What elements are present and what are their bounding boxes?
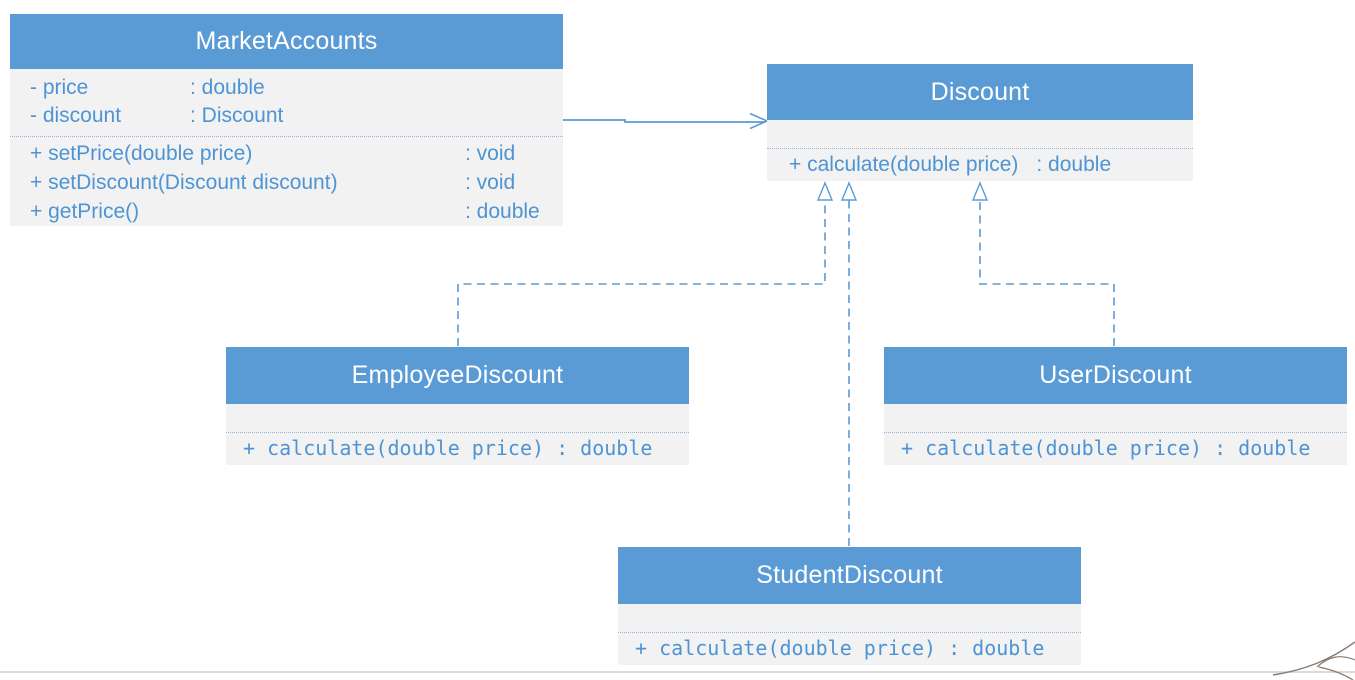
class-body-userdiscount: + calculate(double price) : double bbox=[884, 404, 1347, 465]
class-body-studentdiscount: + calculate(double price) : double bbox=[618, 604, 1081, 665]
class-title: Discount bbox=[930, 77, 1030, 106]
attributes-section-empty bbox=[884, 404, 1347, 432]
method-return-type: : double bbox=[1036, 153, 1112, 176]
attribute-type: : Discount bbox=[190, 104, 284, 127]
class-title: UserDiscount bbox=[1039, 361, 1192, 389]
method-return-type: : double bbox=[465, 200, 540, 223]
method-signature: + setPrice(double price) bbox=[30, 142, 253, 165]
class-title: EmployeeDiscount bbox=[351, 361, 564, 389]
method-signature: + calculate(double price) : double bbox=[901, 436, 1311, 460]
attributes-section-empty bbox=[767, 120, 1193, 148]
method-row: + setDiscount(Discount discount) : void bbox=[10, 168, 563, 197]
realization-userdiscount-to-discount bbox=[979, 200, 1115, 346]
section-divider bbox=[618, 632, 1081, 633]
method-signature: + getPrice() bbox=[30, 200, 140, 223]
class-header-userdiscount: UserDiscount bbox=[884, 347, 1347, 404]
method-row: + calculate(double price) : double bbox=[618, 633, 1081, 666]
section-divider bbox=[884, 432, 1347, 433]
class-title: StudentDiscount bbox=[756, 561, 943, 589]
class-box-userdiscount: UserDiscount + calculate(double price) :… bbox=[884, 347, 1347, 465]
attribute-name: - discount bbox=[30, 104, 122, 127]
class-header-studentdiscount: StudentDiscount bbox=[618, 547, 1081, 604]
attributes-section-empty bbox=[618, 604, 1081, 632]
methods-section: + setPrice(double price) : void + setDis… bbox=[10, 137, 563, 226]
class-box-discount: Discount + calculate(double price) : dou… bbox=[767, 64, 1193, 181]
method-row: + calculate(double price) : double bbox=[767, 149, 1193, 182]
method-signature: + calculate(double price) : double bbox=[243, 436, 653, 460]
attribute-row: - price : double bbox=[10, 74, 563, 102]
hollow-triangle-arrowhead-icon bbox=[816, 181, 834, 201]
method-row: + getPrice() : double bbox=[10, 197, 563, 226]
attribute-type: : double bbox=[190, 76, 265, 99]
class-box-employeediscount: EmployeeDiscount + calculate(double pric… bbox=[226, 347, 689, 465]
method-row: + calculate(double price) : double bbox=[884, 433, 1347, 466]
method-return-type: : void bbox=[465, 142, 516, 165]
attribute-name: - price bbox=[30, 76, 89, 99]
hollow-triangle-arrowhead-icon bbox=[971, 181, 989, 201]
section-divider bbox=[226, 432, 689, 433]
method-signature: + calculate(double price) bbox=[789, 153, 1019, 176]
class-header-marketaccounts: MarketAccounts bbox=[10, 14, 563, 69]
attributes-section-empty bbox=[226, 404, 689, 432]
attributes-section: - price : double - discount : Discount bbox=[10, 69, 563, 136]
slide-footer-line bbox=[0, 671, 1355, 673]
section-divider bbox=[10, 136, 563, 137]
open-arrowhead-icon bbox=[749, 112, 769, 130]
class-header-employeediscount: EmployeeDiscount bbox=[226, 347, 689, 404]
method-row: + setPrice(double price) : void bbox=[10, 139, 563, 168]
class-body-marketaccounts: - price : double - discount : Discount +… bbox=[10, 69, 563, 226]
class-box-marketaccounts: MarketAccounts - price : double - discou… bbox=[10, 14, 563, 226]
class-header-discount: Discount bbox=[767, 64, 1193, 120]
class-box-studentdiscount: StudentDiscount + calculate(double price… bbox=[618, 547, 1081, 665]
method-return-type: : void bbox=[465, 171, 516, 194]
class-title: MarketAccounts bbox=[195, 27, 378, 55]
association-marketaccounts-to-discount bbox=[563, 119, 765, 123]
class-body-discount: + calculate(double price) : double bbox=[767, 120, 1193, 181]
hollow-triangle-arrowhead-icon bbox=[840, 181, 858, 201]
attribute-row: - discount : Discount bbox=[10, 102, 563, 130]
class-body-employeediscount: + calculate(double price) : double bbox=[226, 404, 689, 465]
method-signature: + calculate(double price) : double bbox=[635, 636, 1045, 660]
section-divider bbox=[767, 148, 1193, 149]
branch-decoration-icon bbox=[1272, 641, 1355, 680]
method-row: + calculate(double price) : double bbox=[226, 433, 689, 466]
method-signature: + setDiscount(Discount discount) bbox=[30, 171, 338, 194]
